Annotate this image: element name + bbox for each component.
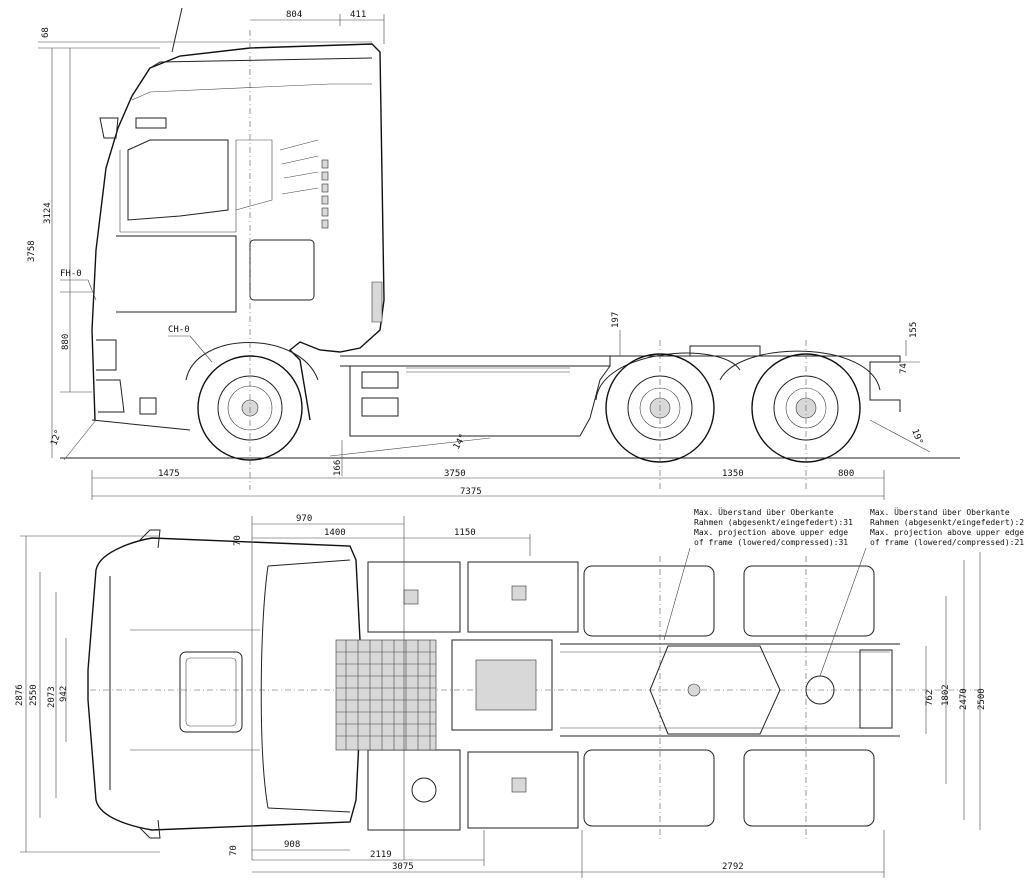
angle-front: 12° xyxy=(49,428,64,447)
side-view: 804 411 68 3758 3124 880 FH-0 CH-0 12° 1… xyxy=(27,7,960,500)
angle-mid: 14° xyxy=(452,432,469,451)
label-ch-0: CH-0 xyxy=(168,325,190,335)
dim-155: 155 xyxy=(909,322,919,338)
angle-rear: 19° xyxy=(909,428,924,447)
svg-text:Max. projection above upper ed: Max. projection above upper edge xyxy=(870,528,1024,537)
dim-2500: 2500 xyxy=(977,688,987,710)
dim-197: 197 xyxy=(611,312,621,328)
dim-3124: 3124 xyxy=(43,202,53,224)
svg-text:Rahmen (abgesenkt/eingefedert): Rahmen (abgesenkt/eingefedert):31 xyxy=(694,518,853,527)
dim-970: 970 xyxy=(296,514,312,524)
chassis-rails-top xyxy=(560,643,900,737)
dim-1802: 1802 xyxy=(941,684,951,706)
label-fh-0: FH-0 xyxy=(60,269,82,279)
roof-hatch xyxy=(179,651,243,733)
fifth-wheel xyxy=(649,645,781,735)
dim-2550: 2550 xyxy=(29,684,39,706)
dim-942: 942 xyxy=(59,686,69,702)
svg-text:Max. Überstand über Oberkante: Max. Überstand über Oberkante xyxy=(694,507,834,517)
grid-panel xyxy=(335,639,437,751)
top-view: 970 1400 1150 70 2876 2550 2073 942 762 … xyxy=(15,507,1024,878)
dim-3758: 3758 xyxy=(27,240,37,262)
dim-880: 880 xyxy=(61,334,71,350)
dim-800: 800 xyxy=(838,469,854,479)
note-right: Max. Überstand über Oberkante Rahmen (ab… xyxy=(870,507,1024,547)
cab-top-outline xyxy=(87,537,363,831)
cab-outline xyxy=(91,43,385,421)
dim-762: 762 xyxy=(925,690,935,706)
dim-411: 411 xyxy=(350,10,366,20)
cab-window xyxy=(127,139,229,221)
note-left: Max. Überstand über Oberkante Rahmen (ab… xyxy=(694,507,853,547)
svg-text:Rahmen (abgesenkt/eingefedert): Rahmen (abgesenkt/eingefedert):21 xyxy=(870,518,1024,527)
svg-text:of frame (lowered/compressed):: of frame (lowered/compressed):31 xyxy=(694,538,848,547)
svg-text:of frame (lowered/compressed):: of frame (lowered/compressed):21 xyxy=(870,538,1024,547)
dim-7375: 7375 xyxy=(460,487,482,497)
dim-68: 68 xyxy=(41,27,51,38)
chassis-frame xyxy=(340,355,611,367)
dim-3750: 3750 xyxy=(444,469,466,479)
dim-2876: 2876 xyxy=(15,684,25,706)
dim-74: 74 xyxy=(899,363,909,374)
dim-908: 908 xyxy=(284,840,300,850)
dim-1350: 1350 xyxy=(722,469,744,479)
dim-70-top: 70 xyxy=(233,535,243,546)
dim-2119: 2119 xyxy=(370,850,392,860)
svg-text:Max. Überstand über Oberkante: Max. Überstand über Oberkante xyxy=(870,507,1010,517)
dim-1400: 1400 xyxy=(324,528,346,538)
dim-1150: 1150 xyxy=(454,528,476,538)
dim-2073: 2073 xyxy=(47,686,57,708)
dim-804: 804 xyxy=(286,10,302,20)
dim-70-bottom: 70 xyxy=(229,845,239,856)
dim-1475: 1475 xyxy=(158,469,180,479)
dim-2792: 2792 xyxy=(722,862,744,872)
dim-3075: 3075 xyxy=(392,862,414,872)
dim-2470: 2470 xyxy=(959,688,969,710)
svg-text:Max. projection above upper ed: Max. projection above upper edge xyxy=(694,528,848,537)
dim-166: 166 xyxy=(333,460,343,476)
